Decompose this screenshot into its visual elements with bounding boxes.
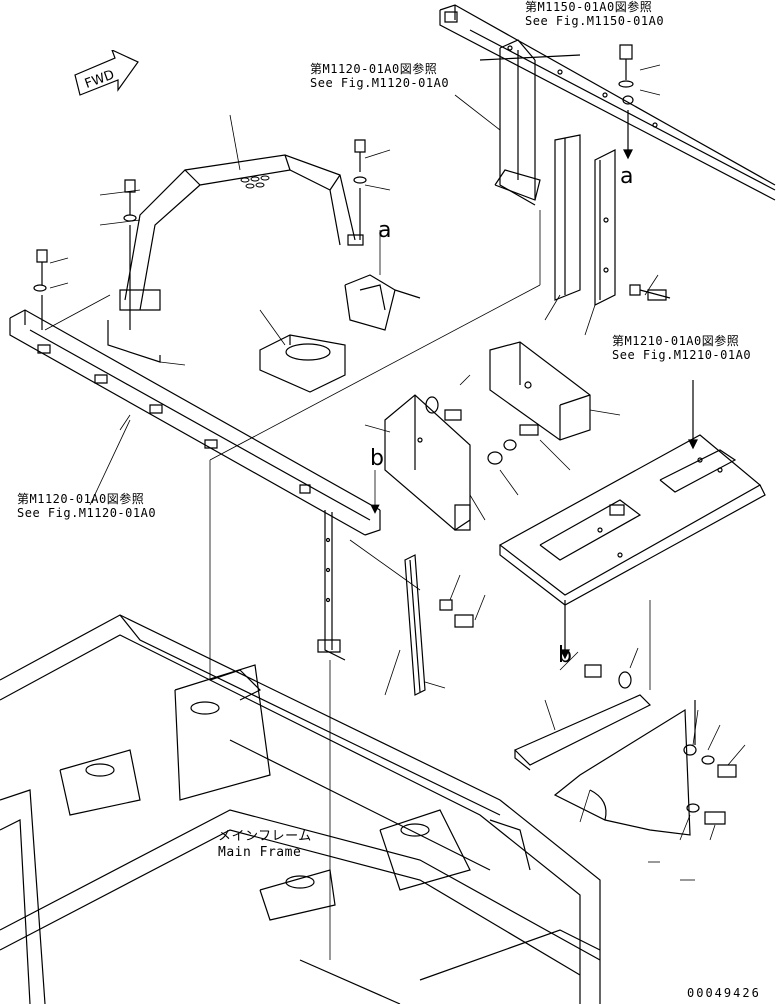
lateral-beam — [10, 310, 380, 535]
forward-arrow-icon: FWD — [70, 50, 140, 100]
ref-m1120-top-jp: 第M1120-01A0図参照 — [310, 62, 438, 76]
main-frame-jp: メインフレーム — [218, 829, 312, 844]
ref-m1150-jp: 第M1150-01A0図参照 — [525, 0, 653, 14]
ref-m1120-left-jp: 第M1120-01A0図参照 — [17, 492, 145, 506]
drawing-number: 00049426 — [687, 986, 761, 1000]
arched-bracket — [120, 155, 363, 310]
main-frame-label: メインフレーム Main Frame — [218, 829, 312, 861]
fwd-label: FWD — [83, 67, 117, 91]
view-mark-a2: a — [620, 164, 634, 189]
side-strip-panels — [555, 135, 670, 305]
lower-right-plates — [515, 600, 736, 835]
thick-block-panel — [490, 342, 590, 440]
ref-m1120-left-en: See Fig.M1120-01A0 — [17, 506, 157, 520]
ref-m1120-top: 第M1120-01A0図参照 See Fig.M1120-01A0 — [310, 62, 449, 90]
bolts-top-left — [34, 140, 366, 330]
ref-m1210: 第M1210-01A0図参照 See Fig.M1210-01A0 — [612, 334, 751, 362]
view-mark-b1: b — [370, 446, 384, 471]
vertical-channel — [318, 510, 345, 660]
ref-m1120-left: 第M1120-01A0図参照 See Fig.M1120-01A0 — [17, 492, 156, 520]
main-frame — [0, 615, 600, 1004]
ref-m1210-en: See Fig.M1210-01A0 — [612, 348, 752, 362]
support-bracket-a — [345, 275, 420, 330]
upper-rail — [440, 5, 775, 200]
main-frame-en: Main Frame — [218, 845, 302, 860]
view-mark-b2: b — [558, 643, 572, 668]
callout-lines — [50, 65, 745, 880]
vertical-strip-right — [405, 555, 473, 695]
ref-m1150-en: See Fig.M1150-01A0 — [525, 14, 665, 28]
bolts-right-top — [619, 45, 633, 158]
vertical-post — [480, 40, 580, 205]
leader-lines — [45, 95, 650, 960]
floor-plate — [500, 380, 765, 605]
cover-plate-left — [385, 395, 538, 530]
spacer-block — [260, 335, 345, 392]
ref-m1150: 第M1150-01A0図参照 See Fig.M1150-01A0 — [525, 0, 664, 28]
ref-m1120-top-en: See Fig.M1120-01A0 — [310, 76, 450, 90]
ref-m1210-jp: 第M1210-01A0図参照 — [612, 334, 740, 348]
view-mark-a1: a — [378, 218, 392, 243]
